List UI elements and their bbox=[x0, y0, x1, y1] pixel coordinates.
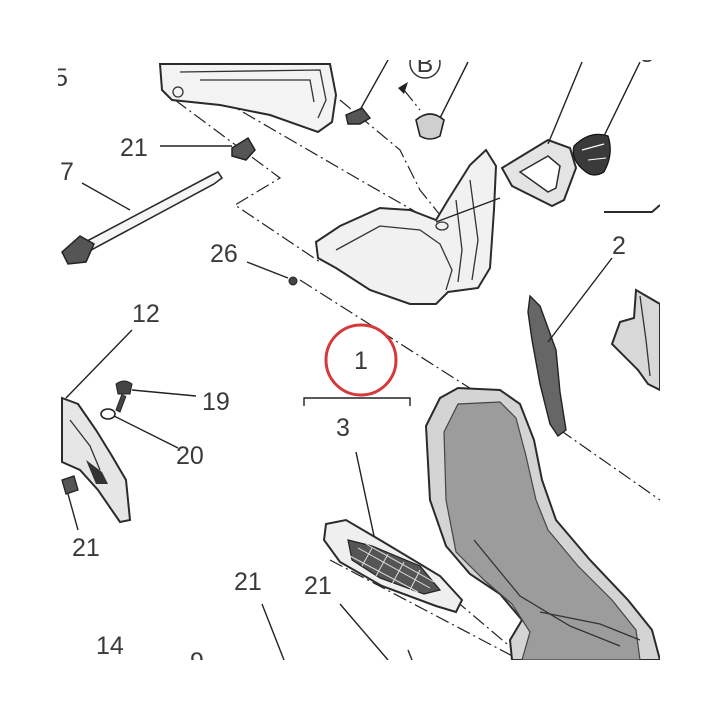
part-2-gasket bbox=[527, 257, 613, 438]
callout-20: 20 bbox=[176, 442, 204, 470]
callout-1-highlight: 1 bbox=[324, 323, 398, 397]
lower-fairing-panel bbox=[424, 386, 662, 661]
callout-19: 19 bbox=[202, 388, 230, 416]
callout-21-top: 21 bbox=[120, 134, 148, 162]
part-20-washer bbox=[100, 408, 179, 449]
screw-near-b bbox=[345, 59, 389, 125]
callout-21-bottom-a: 21 bbox=[234, 568, 262, 596]
part-12-left-bracket bbox=[61, 329, 133, 524]
bracket-under-8 bbox=[604, 204, 661, 213]
part-1-fairing-bracket bbox=[314, 148, 498, 305]
logo-badge bbox=[572, 61, 641, 176]
callout-21-bottom-b: 21 bbox=[304, 572, 332, 600]
fastener-21-left bbox=[61, 475, 79, 531]
part-19-bolt bbox=[115, 380, 197, 413]
lower-leaders bbox=[261, 603, 413, 661]
callout-7: 7 bbox=[60, 158, 74, 186]
fastener-21-top bbox=[160, 136, 256, 161]
callout-14: 14 bbox=[96, 632, 124, 660]
callout-26: 26 bbox=[210, 240, 238, 268]
part-26-screw bbox=[246, 261, 298, 286]
callout-21-left: 21 bbox=[72, 534, 100, 562]
callout-1: 1 bbox=[354, 347, 368, 375]
group-brace bbox=[303, 397, 411, 406]
callout-3: 3 bbox=[336, 414, 350, 442]
part-5-upper-cover bbox=[158, 63, 338, 134]
grommet bbox=[415, 61, 469, 140]
part-3-mesh-grille bbox=[322, 451, 464, 614]
part-8-trim-frame bbox=[435, 61, 583, 223]
callout-2: 2 bbox=[612, 232, 626, 260]
callout-12: 12 bbox=[132, 300, 160, 328]
part-7-cable-tie bbox=[61, 170, 224, 265]
